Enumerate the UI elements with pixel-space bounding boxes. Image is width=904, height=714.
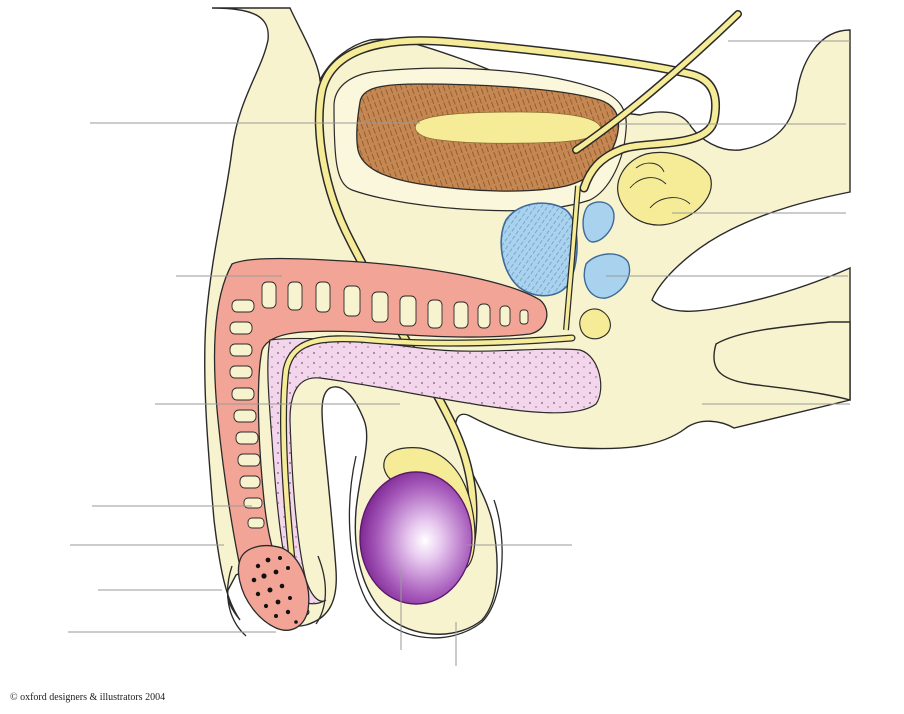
testis <box>360 472 472 604</box>
bladder-lumen <box>415 112 600 143</box>
bulbourethral-gland <box>580 309 611 339</box>
copyright-credit: © oxford designers & illustrators 2004 <box>10 692 165 703</box>
